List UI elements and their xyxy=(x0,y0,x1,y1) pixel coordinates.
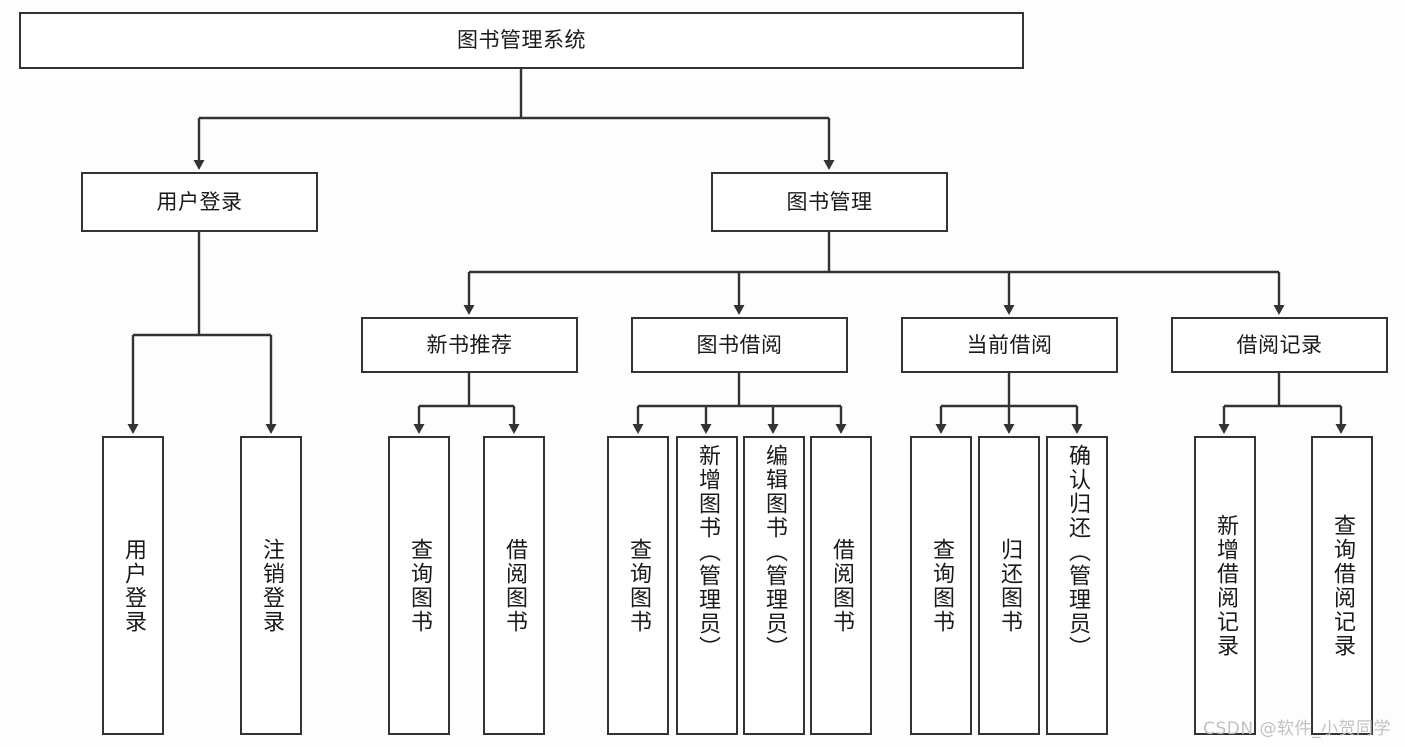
node-root-system[interactable]: 图书管理系统 xyxy=(19,12,1024,69)
node-label: 用户登录 xyxy=(121,537,146,634)
node-borrow-record[interactable]: 借阅记录 xyxy=(1171,317,1388,373)
leaf-record-query-record[interactable]: 查询借阅记录 xyxy=(1311,436,1373,735)
node-book-borrow[interactable]: 图书借阅 xyxy=(631,317,848,373)
node-book-management[interactable]: 图书管理 xyxy=(711,172,948,232)
leaf-user-login-login[interactable]: 用户登录 xyxy=(102,436,164,735)
node-label: 新书推荐 xyxy=(426,332,513,357)
node-new-book-recommend[interactable]: 新书推荐 xyxy=(361,317,578,373)
node-label: 查询图书 xyxy=(407,537,432,634)
leaf-borrow-edit-book-admin[interactable]: 编辑图书（管理员） xyxy=(743,436,805,735)
node-label: 编辑图书（管理员） xyxy=(762,444,787,660)
leaf-borrow-borrow-book[interactable]: 借阅图书 xyxy=(810,436,872,735)
leaf-user-login-logout[interactable]: 注销登录 xyxy=(240,436,302,735)
node-label: 借阅记录 xyxy=(1236,332,1323,357)
leaf-record-add-record[interactable]: 新增借阅记录 xyxy=(1194,436,1256,735)
leaf-recommend-query-book[interactable]: 查询图书 xyxy=(388,436,450,735)
node-label: 当前借阅 xyxy=(966,332,1053,357)
node-label: 图书管理系统 xyxy=(457,28,586,53)
node-label: 确认归还（管理员） xyxy=(1065,444,1090,660)
node-label: 新增图书（管理员） xyxy=(695,444,720,660)
node-label: 用户登录 xyxy=(156,189,243,214)
node-label: 新增借阅记录 xyxy=(1213,513,1238,658)
leaf-current-return-book[interactable]: 归还图书 xyxy=(978,436,1040,735)
node-label: 查询图书 xyxy=(626,537,651,634)
node-label: 图书借阅 xyxy=(696,332,783,357)
leaf-borrow-query-book[interactable]: 查询图书 xyxy=(607,436,669,735)
node-label: 注销登录 xyxy=(259,537,284,634)
leaf-borrow-add-book-admin[interactable]: 新增图书（管理员） xyxy=(676,436,738,735)
node-label: 归还图书 xyxy=(997,537,1022,634)
leaf-current-query-book[interactable]: 查询图书 xyxy=(910,436,972,735)
leaf-current-confirm-return-admin[interactable]: 确认归还（管理员） xyxy=(1046,436,1108,735)
node-label: 查询图书 xyxy=(929,537,954,634)
leaf-recommend-borrow-book[interactable]: 借阅图书 xyxy=(483,436,545,735)
node-label: 查询借阅记录 xyxy=(1330,513,1355,658)
node-label: 借阅图书 xyxy=(502,537,527,634)
node-current-borrow[interactable]: 当前借阅 xyxy=(901,317,1118,373)
node-label: 图书管理 xyxy=(786,189,873,214)
node-label: 借阅图书 xyxy=(829,537,854,634)
node-user-login[interactable]: 用户登录 xyxy=(81,172,318,232)
